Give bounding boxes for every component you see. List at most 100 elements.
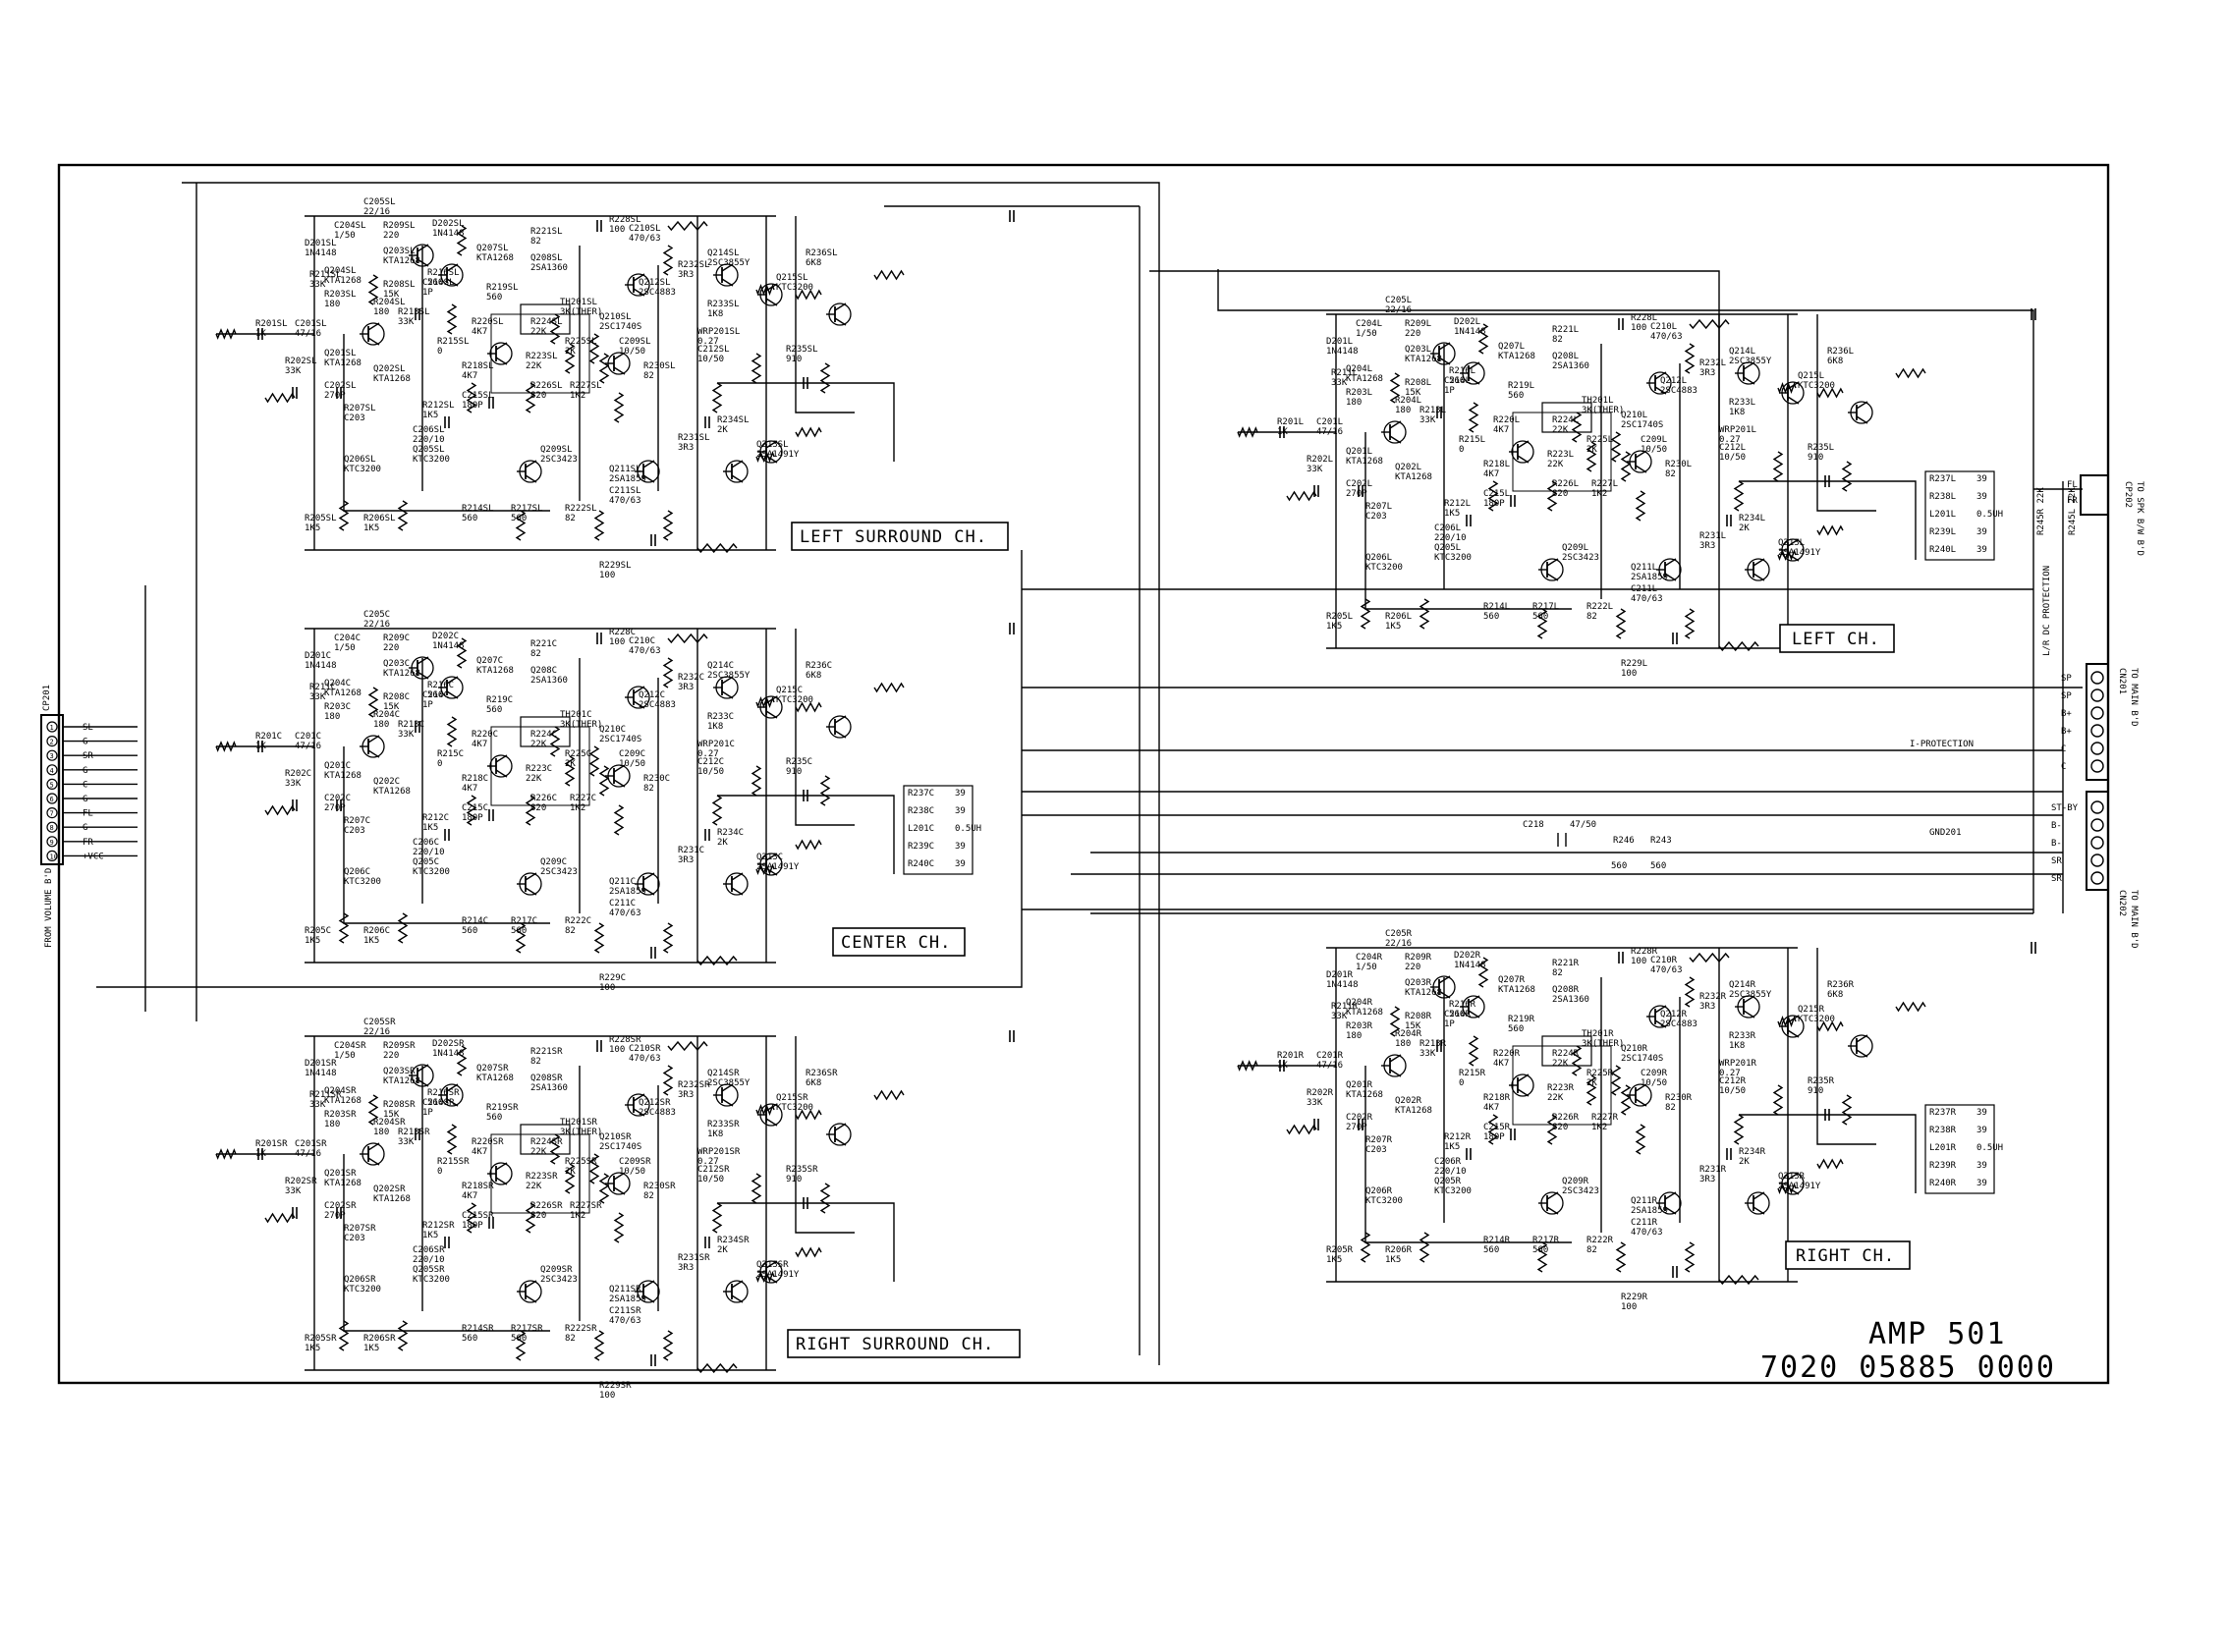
part-ref: R235C [786, 757, 812, 767]
part-value: 220 [1405, 963, 1420, 972]
part-ref: C209L [1641, 435, 1667, 445]
part-value: 33K [1419, 1049, 1436, 1059]
part-ref: C209R [1641, 1069, 1668, 1078]
part-value: 560 [1449, 376, 1465, 386]
part-ref: R201R [1277, 1051, 1305, 1061]
part-ref: R224L [1552, 415, 1579, 425]
part-ref: R216R [1449, 1000, 1476, 1010]
part-ref: C210R [1650, 956, 1678, 965]
part-value: 2SA1491Y [1778, 1182, 1821, 1191]
part-value: 10/50 [697, 1175, 724, 1184]
part-value: 2SA1491Y [1778, 548, 1821, 558]
part-ref: R236L [1827, 347, 1854, 357]
part-value: 2SA1491Y [756, 450, 800, 460]
part-ref: Q212SL [639, 278, 671, 288]
part-ref: C205L [1385, 296, 1412, 305]
part-value: 4K7 [1483, 1103, 1499, 1113]
part-ref: C206C [413, 838, 439, 848]
part-ref: C214L [1444, 376, 1471, 386]
part-value: 4K7 [1493, 425, 1509, 435]
part-value: 2SC3423 [1562, 553, 1599, 563]
output-part-value: 39 [1976, 474, 1987, 484]
part-value: 0 [437, 759, 442, 769]
part-value: 820 [530, 803, 546, 813]
part-value: 2SA1360 [530, 1083, 568, 1093]
part-ref: Q213C [756, 853, 783, 862]
part-ref: R227R [1591, 1113, 1619, 1123]
output-part-value: 0.5UH [1976, 510, 2003, 520]
part-value: 2SA1859 [609, 474, 646, 484]
output-part-value: 39 [1976, 527, 1987, 537]
channel-labels: LEFT SURROUND CH. CENTER CH. RIGHT SURRO… [787, 522, 1911, 1358]
part-value: 2SC4883 [639, 288, 676, 298]
output-part-ref: R237R [1929, 1108, 1957, 1118]
part-value: 2SC3423 [540, 867, 578, 877]
part-ref: Q202C [373, 777, 400, 787]
part-ref: R224C [530, 730, 557, 740]
output-part-ref: L201C [908, 824, 934, 834]
part-ref: R217C [511, 916, 537, 926]
part-ref: C209SL [619, 337, 651, 347]
part-ref: R228R [1631, 947, 1658, 957]
part-ref: Q211L [1631, 563, 1657, 573]
part-ref: C204L [1356, 319, 1382, 329]
part-ref: R223C [526, 764, 552, 774]
part-ref: Q208SL [530, 253, 563, 263]
part-ref: R235SL [786, 345, 818, 355]
part-value: KTA1268 [1395, 1106, 1432, 1116]
part-ref: R204SR [373, 1118, 406, 1128]
part-ref: R209SR [383, 1041, 416, 1051]
part-value: 0 [1459, 445, 1464, 455]
part-ref: R235SR [786, 1165, 818, 1175]
part-value: 47/16 [295, 1149, 321, 1159]
part-ref: R230L [1665, 460, 1692, 469]
part-value: 1K8 [1729, 1041, 1745, 1051]
part-value: 2SA1360 [530, 676, 568, 686]
connector-cp202: CP202 TO SPK B/W B'D FL FR [2067, 474, 2144, 556]
part-ref: Q205R [1434, 1177, 1462, 1186]
cp201-pin-label: G [83, 795, 87, 804]
part-value: 1K5 [305, 1344, 320, 1353]
part-ref: Q205C [413, 857, 439, 867]
part-ref: TH201L [1582, 396, 1614, 406]
part-value: 3R3 [678, 683, 694, 692]
part-ref: R226SR [530, 1201, 563, 1211]
part-value: 15K [383, 1110, 400, 1120]
part-ref: C215SL [462, 391, 494, 401]
part-value: 3R3 [1699, 368, 1715, 378]
part-value: 1N4148 [305, 661, 337, 671]
output-part-ref: R239L [1929, 527, 1956, 537]
channel-label-c: CENTER CH. [841, 933, 951, 953]
cp201-pin-number: 3 [50, 752, 54, 760]
channel-label-sr: RIGHT SURROUND CH. [796, 1335, 994, 1354]
cp201-pin-label: SR [83, 751, 93, 761]
cp201-pin-label: +VCC [83, 852, 104, 861]
part-value: KTC3200 [1365, 563, 1403, 573]
part-ref: R212C [422, 813, 449, 823]
output-part-ref: L201L [1929, 510, 1956, 520]
part-ref: Q201SL [324, 349, 357, 358]
part-value: 2SA1859 [609, 887, 646, 897]
part-ref: R202SL [285, 357, 317, 366]
part-ref: R215SR [437, 1157, 470, 1167]
part-value: 3K(THER) [560, 1128, 602, 1137]
part-value: 82 [1586, 612, 1597, 622]
cn201-pin-label: SP [2061, 691, 2072, 701]
part-value: 3K(THER) [560, 720, 602, 730]
r245r-label: R245R 22K [2036, 487, 2046, 535]
part-value: 470/63 [629, 646, 661, 656]
part-value: 2SC3855Y [707, 258, 751, 268]
cp201-pin-number: 6 [50, 796, 54, 803]
cp201-pin-number: 5 [50, 781, 54, 789]
part-ref: R223R [1547, 1083, 1575, 1093]
output-part-value: 39 [1976, 1179, 1987, 1188]
part-ref: R218R [1483, 1093, 1511, 1103]
part-value: 1N4148 [305, 1069, 337, 1078]
part-ref: R213R [1419, 1039, 1447, 1049]
cp201-pin-label: G [83, 766, 87, 776]
part-value: 560 [486, 1113, 502, 1123]
part-value: 1K5 [422, 1231, 438, 1240]
part-ref: C215SR [462, 1211, 494, 1221]
part-value: KTC3200 [413, 867, 450, 877]
